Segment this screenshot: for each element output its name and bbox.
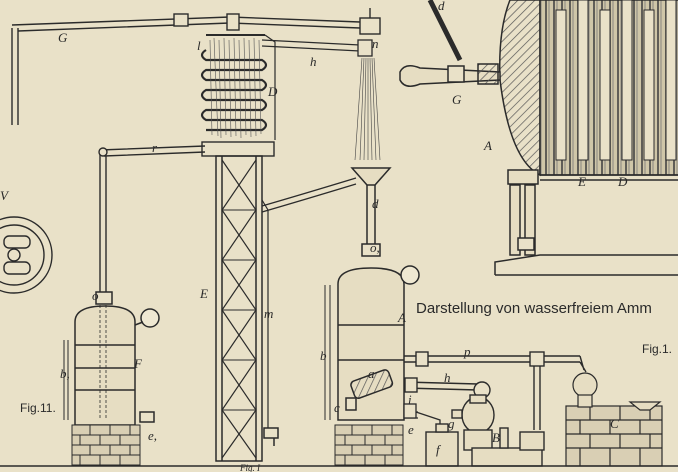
label-b-mid: b [320,348,327,363]
label-i: i [408,392,412,407]
label-m: m [264,306,273,321]
label-l: l [197,38,201,53]
left-brick-base [71,424,141,466]
label-d-top: d [438,0,445,13]
pipe-g [11,8,381,125]
label-p: p [463,344,471,359]
label-h-mid: h [444,370,451,385]
crank-handle [399,0,501,87]
label-d-coil: D [267,84,278,99]
label-g: g [448,416,455,431]
cut-away-cylinder [399,0,678,276]
label-a-lower: a [368,366,375,381]
fig-label-left: Fig.11. [20,401,56,415]
label-f-left: F [133,356,143,371]
left-vessel [63,291,160,426]
central-vessel-a [324,167,420,421]
label-o-mid: o, [370,240,380,255]
fig-label-right: Fig.1. [642,342,672,356]
label-n: n [372,36,379,51]
label-g-top: G [58,30,68,45]
pipe-h [403,377,491,399]
wheel-v [0,216,53,294]
water-spray [354,57,381,161]
label-c-mid: c [334,400,340,415]
label-o-left: o [92,288,99,303]
label-d-right: D [617,174,628,189]
label-b: B [492,430,500,445]
label-e-left: e, [148,428,157,443]
label-e-tower: E [199,286,208,301]
label-a-right: A [483,138,492,153]
lattice-tower-e [215,155,279,462]
label-c: C [610,416,619,431]
bottom-stamp: Fig. I [239,463,261,472]
label-d-mid: d [372,196,379,211]
pipe-r [98,145,206,292]
label-r: r [152,140,158,155]
label-h-top: h [310,54,317,69]
label-b-left: b, [60,366,70,381]
part-labels: G l n h D r V d G A E D d o, A b a i c e… [0,0,628,457]
pipe-to-funnel [261,177,357,213]
label-v: V [0,188,10,203]
vessel-c [565,372,663,467]
label-e-right: E [577,174,586,189]
vessel-g-b [451,394,545,467]
pipe-p [404,351,587,430]
label-e-mid: e [408,422,414,437]
central-brick-base [334,424,404,466]
label-g-right: G [452,92,462,107]
caption-text: Darstellung von wasserfreiem Amm [416,300,652,317]
cooling-coil-d [200,34,373,157]
label-a-mid: A [397,310,406,325]
label-f: f [436,442,442,457]
